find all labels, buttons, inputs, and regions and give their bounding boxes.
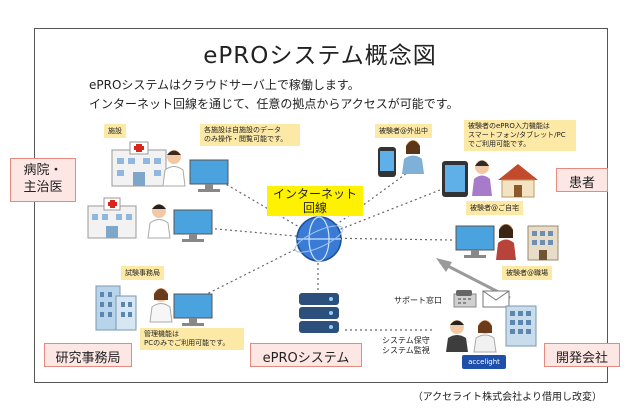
pc-monitor-icon <box>189 159 229 192</box>
company-logo: accelight <box>462 355 506 369</box>
maintenance-note: システム保守 システム監視 <box>382 336 430 355</box>
label-trial-office: 試験事務局 <box>121 266 164 280</box>
hospital-icon-2 <box>87 197 137 239</box>
engineer-icon <box>446 320 468 352</box>
role-research-office: 研究事務局 <box>44 343 132 367</box>
credit-note: （アクセライト株式会社より借用し改変） <box>412 392 602 403</box>
staff-icon <box>149 288 173 323</box>
server-icon <box>299 293 339 333</box>
admin-note: 管理機能は PCのみでご利用可能です。 <box>140 328 244 350</box>
patient-icon <box>402 140 424 174</box>
smartphone-icon <box>378 147 396 177</box>
pc-monitor-icon-3 <box>173 293 213 326</box>
patient-icon-2 <box>472 160 492 196</box>
diagram-frame <box>34 28 608 383</box>
intro-line-2: インターネット回線を通じて、任意の拠点からアクセスが可能です。 <box>89 97 459 111</box>
role-patient: 患者 <box>556 168 608 192</box>
patient-icon-3 <box>496 224 516 260</box>
pc-monitor-icon-4 <box>455 225 495 258</box>
doctor-icon-2 <box>147 204 171 239</box>
globe-icon <box>294 216 344 262</box>
mail-icon <box>482 290 510 308</box>
page-title: ePROシステム概念図 <box>203 43 437 69</box>
office-building-icon <box>95 285 137 331</box>
pc-monitor-icon-2 <box>173 209 213 242</box>
hospital-icon <box>111 141 167 187</box>
label-subject-outside: 被験者@外出中 <box>375 124 432 138</box>
role-dev-company: 開発会社 <box>544 343 620 367</box>
internet-label: インターネット 回線 <box>267 186 363 216</box>
label-facility: 施設 <box>104 124 126 138</box>
phone-fax-icon <box>453 290 477 308</box>
company-building-icon <box>505 305 537 347</box>
workplace-building-icon <box>527 225 559 261</box>
operator-icon <box>473 320 497 353</box>
intro-line-1: ePROシステムはクラウドサーバ上で稼働します。 <box>89 78 360 92</box>
support-desk-label: サポート窓口 <box>394 296 442 305</box>
label-subject-work: 被験者@職場 <box>502 266 552 280</box>
facility-note: 各施設は自施設のデータ のみ操作・閲覧可能です。 <box>200 124 300 146</box>
doctor-icon <box>162 150 186 187</box>
patient-note: 被験者のePRO入力機能は スマートフォン/タブレット/PC でご利用可能です。 <box>464 120 576 151</box>
role-epro-system: ePROシステム <box>250 343 362 367</box>
label-subject-home: 被験者@ご自宅 <box>466 201 523 215</box>
role-hospital: 病院・ 主治医 <box>10 158 76 202</box>
house-icon <box>498 164 538 198</box>
tablet-icon <box>442 161 468 197</box>
